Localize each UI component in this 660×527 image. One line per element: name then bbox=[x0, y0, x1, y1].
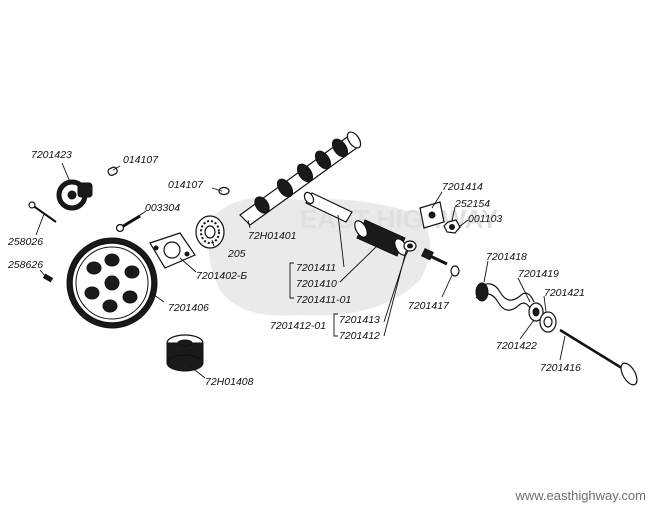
tappet-part bbox=[354, 219, 408, 257]
label-7201414: 7201414 bbox=[442, 181, 483, 193]
pin-014107-mid bbox=[218, 186, 230, 196]
small-gear-part bbox=[56, 179, 93, 211]
label-7201416: 7201416 bbox=[540, 362, 581, 374]
camshaft-part bbox=[239, 131, 362, 226]
bearing-part bbox=[195, 215, 225, 249]
large-gear-part bbox=[66, 237, 158, 329]
part-labels: 7201423 014107 014107 003304 258026 2586… bbox=[7, 149, 585, 388]
label-7201419: 7201419 bbox=[518, 268, 559, 280]
flange-part bbox=[149, 232, 196, 269]
spring-cup-part bbox=[528, 302, 544, 322]
label-258626: 258626 bbox=[7, 259, 43, 271]
label-001103: 001103 bbox=[468, 213, 502, 225]
label-7201413: 7201413 bbox=[339, 314, 380, 326]
label-72H01408: 72H01408 bbox=[205, 376, 254, 388]
label-7201423: 7201423 bbox=[31, 149, 72, 161]
label-7201406: 7201406 bbox=[168, 302, 209, 314]
cotter-pin-part bbox=[28, 201, 57, 223]
valve-spring-part bbox=[475, 282, 535, 313]
label-205: 205 bbox=[227, 248, 246, 260]
label-7201412-01: 7201412-01 bbox=[270, 320, 326, 332]
label-7201411-01: 7201411-01 bbox=[296, 294, 351, 306]
label-014107-left: 014107 bbox=[123, 154, 159, 166]
label-014107-mid: 014107 bbox=[168, 179, 204, 191]
label-7201417: 7201417 bbox=[408, 300, 450, 312]
label-252154: 252154 bbox=[454, 198, 490, 210]
valve-part bbox=[559, 328, 638, 386]
label-7201410: 7201410 bbox=[296, 278, 337, 290]
nut-252154-part bbox=[443, 219, 461, 234]
label-7201418: 7201418 bbox=[486, 251, 527, 263]
label-7201422: 7201422 bbox=[496, 340, 537, 352]
screw-003304-part bbox=[115, 214, 141, 233]
retainer-part bbox=[539, 311, 557, 333]
label-72H01401: 72H01401 bbox=[248, 230, 296, 242]
label-7201421: 7201421 bbox=[544, 287, 585, 299]
label-7201411: 7201411 bbox=[296, 262, 336, 274]
small-bushing-part bbox=[450, 265, 460, 277]
watermark-url: www.easthighway.com bbox=[514, 488, 646, 503]
label-7201412: 7201412 bbox=[339, 330, 380, 342]
label-7201402-b: 7201402-Б bbox=[196, 270, 247, 282]
bracket-part bbox=[419, 201, 445, 229]
label-258026: 258026 bbox=[7, 236, 43, 248]
drive-gear-part bbox=[166, 334, 204, 372]
label-003304: 003304 bbox=[145, 202, 180, 214]
bolt-part bbox=[421, 248, 448, 266]
leader-lines bbox=[35, 162, 566, 379]
washer-7201413-part bbox=[403, 240, 417, 252]
pushrod-part bbox=[303, 191, 353, 223]
